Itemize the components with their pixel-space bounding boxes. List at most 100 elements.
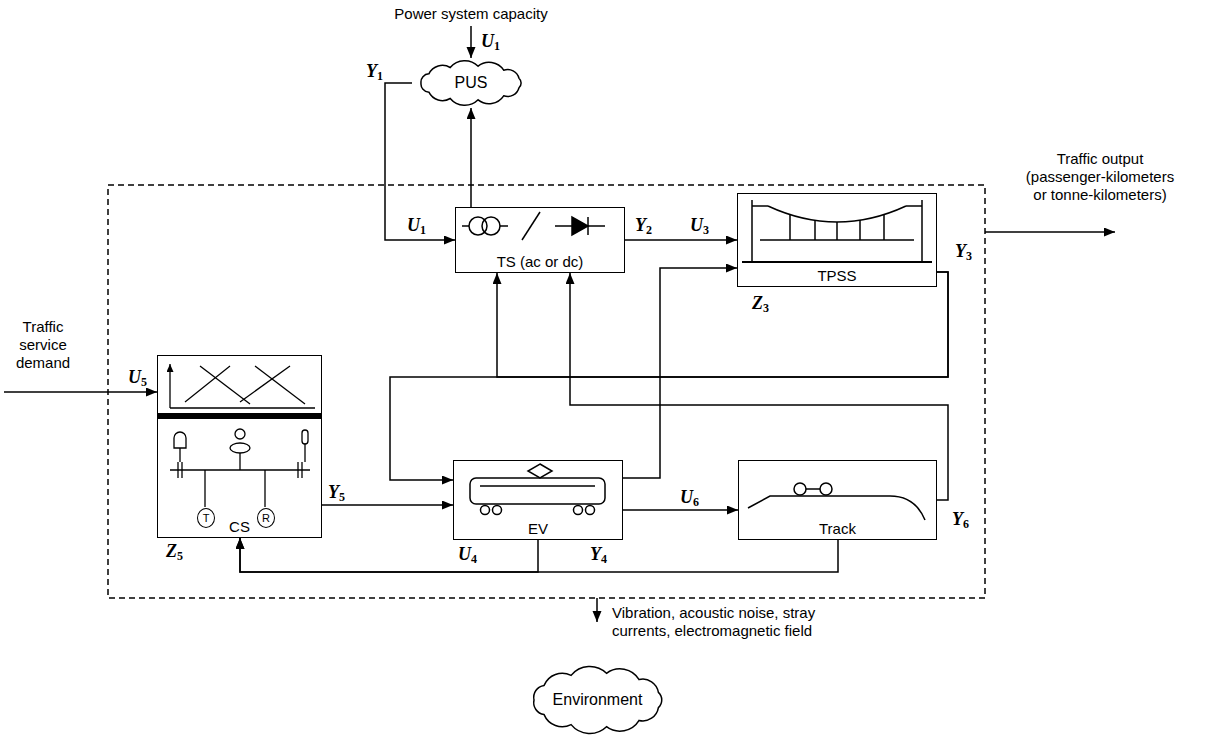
signal-name: Y5 [328,481,345,508]
control-circuit [174,432,186,448]
control-circuit [239,453,240,470]
converter-symbol [572,217,588,235]
external-arrow [596,598,598,622]
divider-bar [157,413,322,419]
node-label: CS [229,519,250,535]
flow-connector [497,272,948,377]
annotation-text: Vibration, acoustic noise, stray current… [612,604,862,640]
subscript: 5 [177,549,183,563]
converter-symbol [462,225,469,227]
subscript: 6 [963,517,969,531]
node-label: Environment [553,692,643,708]
circle-node: T [197,508,215,528]
subscript: 2 [646,223,652,237]
annotation-text: Power system capacity [371,5,571,23]
control-circuit [181,462,182,478]
catenary-picture [836,222,838,240]
subscript: 1 [494,39,500,53]
vehicle-picture [574,506,583,515]
signal-name: Y4 [590,543,607,570]
train-graph [170,407,315,408]
annotation-text: Traffic service demand [7,318,79,372]
track-picture [820,483,832,495]
control-circuit [235,429,245,439]
train-graph [169,364,170,408]
catenary-picture [906,205,922,207]
vehicle-picture [480,485,595,487]
train-graph [240,366,290,402]
annotation-text: Traffic output (passenger-kilometers or … [1025,150,1175,204]
track-picture [794,483,806,495]
train-graph [170,364,315,408]
process-box: TRCS [157,355,322,538]
node-label: TPSS [817,268,856,284]
control-circuit [170,429,310,507]
node-label: Track [819,521,856,537]
process-box: Track [738,460,937,540]
signal-name: U3 [690,214,709,241]
catenary-picture [742,200,932,262]
subscript: 1 [377,69,383,83]
catenary-picture [742,261,932,263]
node-label: PUS [455,75,488,91]
catenary-picture [859,220,861,240]
converter-symbol [482,217,500,235]
flow-connector [623,268,737,478]
train-graph [255,366,305,404]
signal-name: U1 [407,214,426,241]
train-graph [200,366,250,404]
track-picture [806,488,820,490]
external-arrow [4,26,1115,622]
subscript: 6 [693,495,699,509]
vehicle-picture [528,464,552,478]
cloud-outline [421,61,521,106]
process-box: TS (ac or dc) [455,207,625,273]
subscript: 1 [420,223,426,237]
vehicle-picture [586,506,595,515]
signal-name: Y1 [366,60,383,87]
subscript: 3 [763,301,769,315]
signal-name: U1 [481,30,500,57]
control-circuit [302,430,308,444]
flow-connector [390,272,948,480]
control-circuit [301,462,302,478]
control-circuit [230,443,250,453]
flow-connector [385,83,455,240]
signal-name: Z5 [166,540,183,567]
signal-name: Y2 [635,214,652,241]
process-box: EV [453,460,623,540]
converter-symbol [500,225,508,227]
flow-connector [240,538,538,572]
control-circuit [304,444,305,462]
catenary-picture [789,214,791,240]
system-boundary [108,185,985,598]
cloud-node: PUS [412,58,530,108]
external-arrow [985,231,1115,233]
signal-name: U4 [458,543,477,570]
subscript: 5 [141,375,147,389]
flow-connector [470,108,472,207]
subscript: 4 [471,552,477,566]
converter-symbol [462,212,605,240]
signal-name: Y3 [955,240,972,267]
catenary-picture [768,206,906,222]
catenary-picture [814,220,816,240]
process-box: TPSS [737,193,937,287]
subscript: 3 [703,223,709,237]
signal-name: U6 [680,486,699,513]
subscript: 4 [601,552,607,566]
catenary-picture [751,200,753,262]
flow-connector [322,504,453,506]
external-arrow [4,391,157,393]
catenary-picture [883,214,885,240]
flow-connector [623,509,738,511]
subscript: 3 [966,249,972,263]
catenary-picture [752,205,768,207]
cloud-outline [534,667,662,734]
track-picture [748,496,925,520]
signal-name: Z3 [752,292,769,319]
vehicle-picture [481,506,490,515]
